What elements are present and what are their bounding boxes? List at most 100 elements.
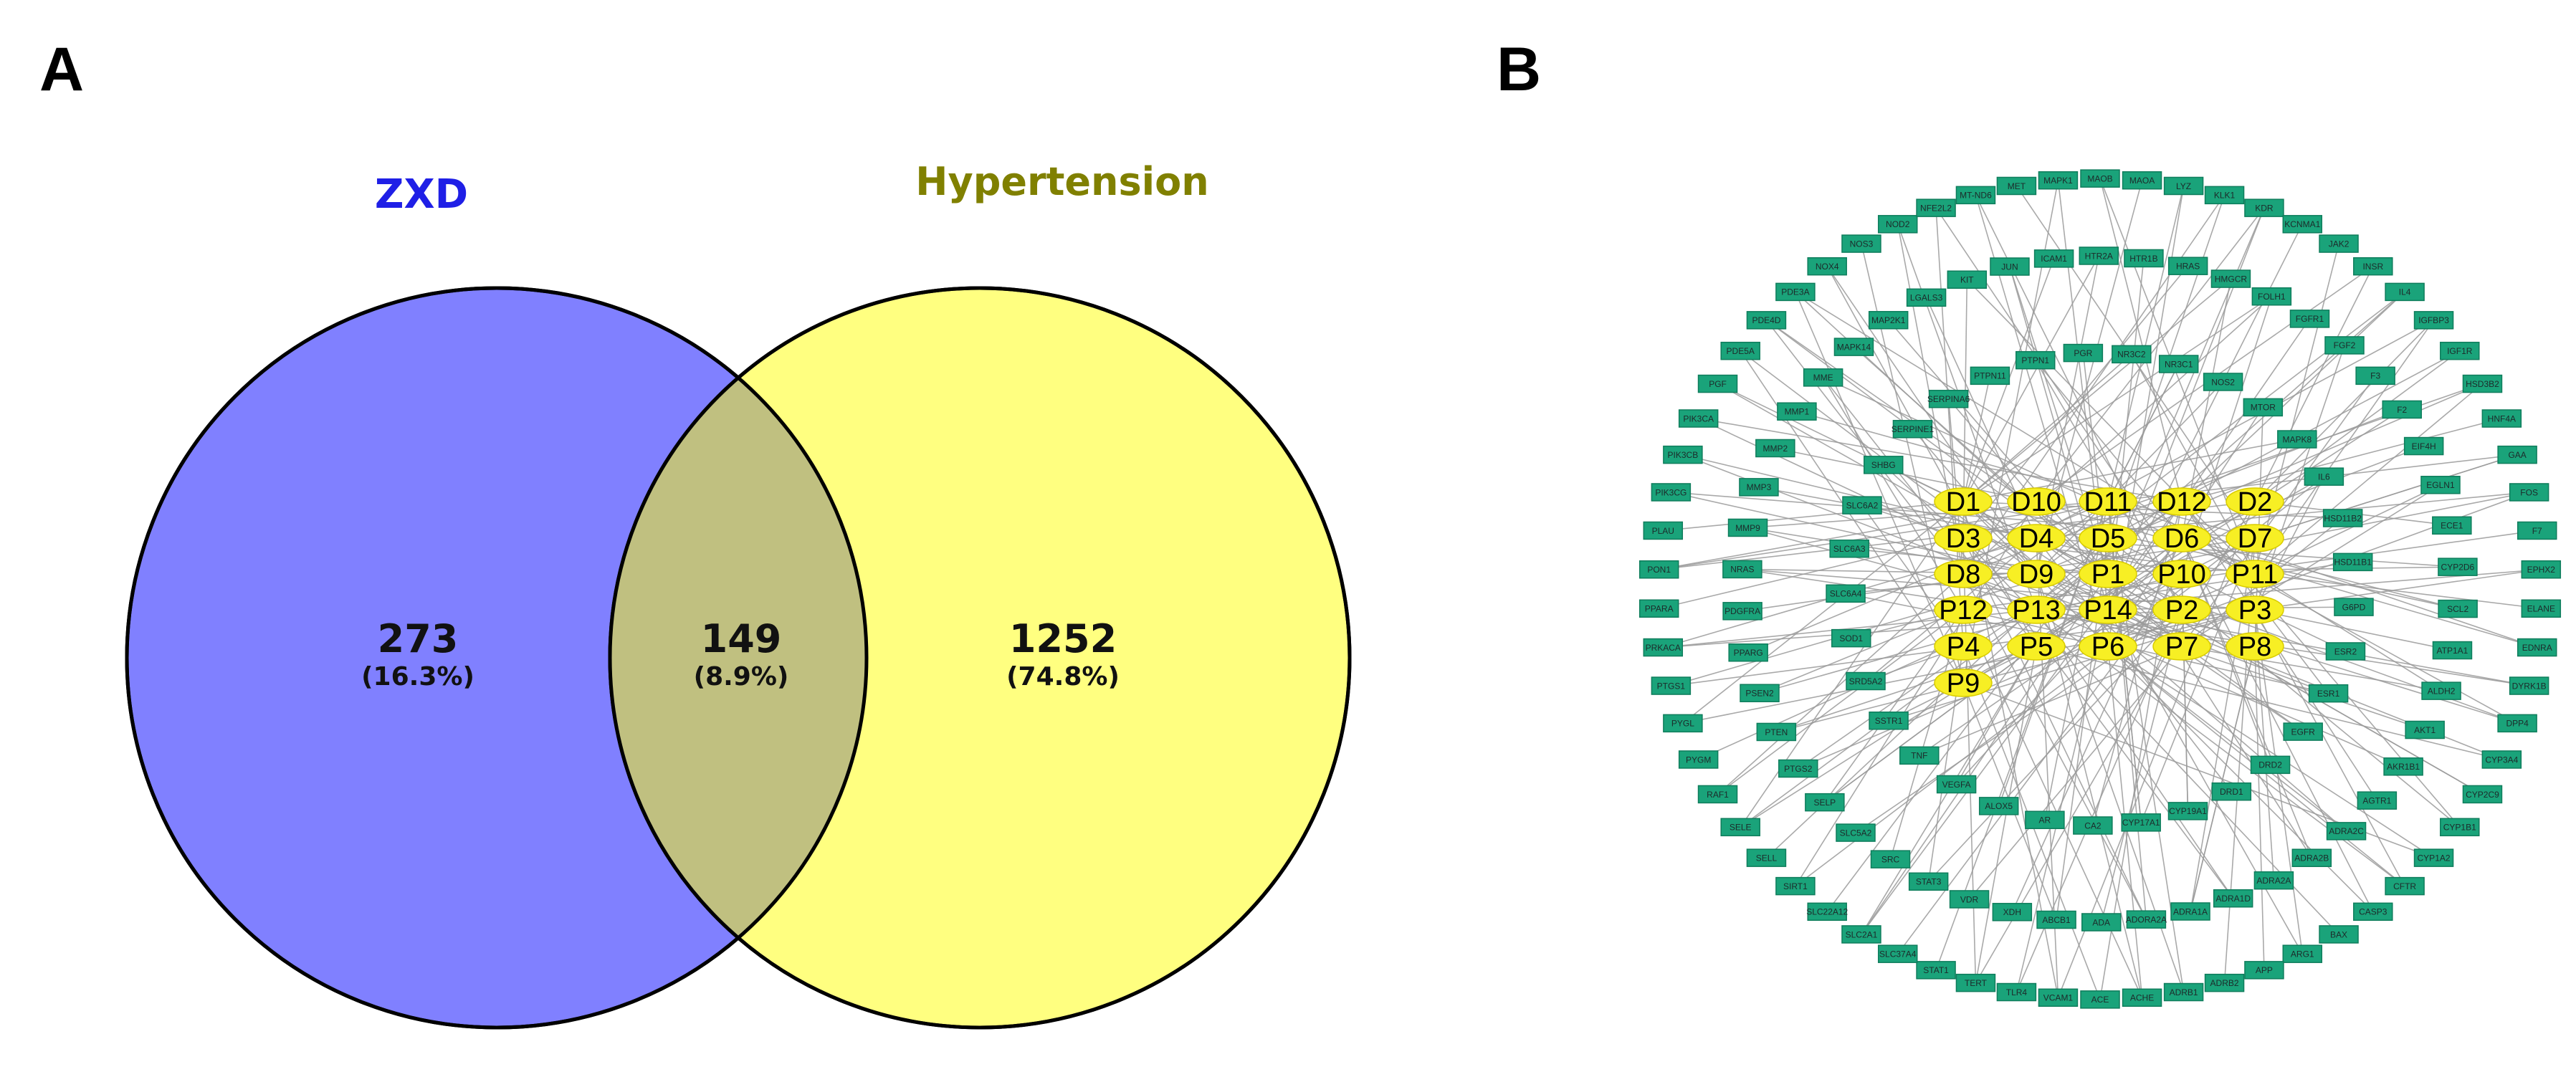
hypertension-set-label: Hypertension bbox=[915, 159, 1208, 204]
network-edge bbox=[1962, 501, 2458, 610]
target-node-box bbox=[2319, 925, 2359, 944]
target-node-label: CYP17A1 bbox=[2122, 818, 2160, 828]
target-node-label: NOS3 bbox=[1850, 239, 1874, 249]
target-node-box bbox=[1697, 785, 1738, 804]
target-node-box bbox=[1651, 483, 1692, 502]
compound-node-ellipse bbox=[1934, 669, 1993, 697]
network-edge bbox=[2036, 381, 2224, 575]
target-node-label: EIF4H bbox=[2412, 441, 2436, 451]
compound-node-ellipse bbox=[2007, 524, 2066, 552]
target-node-box bbox=[1990, 257, 2030, 276]
target-node: INSR bbox=[2353, 257, 2393, 276]
target-node: NR3C2 bbox=[2112, 345, 2152, 364]
target-node-box bbox=[2036, 910, 2076, 929]
target-node: SIRT1 bbox=[1775, 876, 1816, 896]
target-node-box bbox=[1846, 671, 1886, 691]
target-node-label: CYP1B1 bbox=[2443, 823, 2476, 833]
compound-node: P2 bbox=[2152, 595, 2211, 626]
network-edge bbox=[1759, 609, 1964, 694]
network-edge bbox=[1962, 537, 2147, 920]
target-node-label: HTR2A bbox=[2085, 251, 2113, 261]
target-node: PLAU bbox=[1643, 521, 1684, 540]
network-edge bbox=[2181, 537, 2313, 858]
target-node: KCNMA1 bbox=[2282, 215, 2323, 234]
target-node: DPP4 bbox=[2497, 714, 2537, 733]
target-node: ALDH2 bbox=[2421, 681, 2461, 700]
network-edge bbox=[1796, 411, 2256, 539]
target-node: ADA bbox=[2081, 913, 2122, 932]
target-node-label: EGLN1 bbox=[2426, 480, 2455, 490]
target-node-label: SLC2A1 bbox=[1846, 929, 1878, 939]
target-node-label: KCNMA1 bbox=[2284, 219, 2320, 229]
zxd-set-label: ZXD bbox=[375, 171, 468, 218]
target-node-box bbox=[2080, 169, 2120, 188]
compound-node-ellipse bbox=[2007, 595, 2066, 624]
target-node-label: HSD3B2 bbox=[2466, 379, 2499, 389]
target-node: MMP9 bbox=[1727, 518, 1768, 537]
target-node-box bbox=[1841, 925, 1881, 944]
target-node: IGF1R bbox=[2440, 341, 2480, 360]
target-node-box bbox=[2244, 198, 2284, 217]
target-node: SELP bbox=[1805, 793, 1845, 812]
network-edge bbox=[1962, 375, 1991, 502]
target-node: MET bbox=[1996, 176, 2037, 196]
target-node-label: AKT1 bbox=[2414, 725, 2436, 735]
target-node-box bbox=[1928, 390, 1969, 408]
target-node-box bbox=[1916, 961, 1956, 980]
network-edge bbox=[2099, 178, 2183, 502]
target-node: NOS2 bbox=[2203, 373, 2243, 391]
network-edge bbox=[2254, 484, 2441, 575]
target-node: MAOB bbox=[2080, 169, 2120, 188]
target-node-label: MT-ND6 bbox=[1960, 191, 1992, 201]
target-node-label: PTEN bbox=[1765, 727, 1788, 737]
target-node-box bbox=[2277, 430, 2317, 449]
target-node-box bbox=[2353, 902, 2393, 922]
target-node: EGLN1 bbox=[2420, 476, 2461, 494]
target-node-box bbox=[1947, 270, 1988, 289]
network-edge bbox=[2009, 266, 2109, 575]
target-node-label: HNF4A bbox=[2488, 413, 2516, 423]
target-node-box bbox=[1836, 823, 1876, 842]
target-node: TLR4 bbox=[1996, 982, 2037, 1002]
target-node: LGALS3 bbox=[1906, 288, 1947, 307]
target-node-label: EGFR bbox=[2291, 727, 2316, 737]
network-edge bbox=[1823, 377, 2037, 647]
network-edge bbox=[2181, 375, 2376, 647]
target-node-label: MAP2K1 bbox=[1871, 315, 1906, 325]
compound-node: D11 bbox=[2079, 487, 2137, 517]
target-node-label: IGF1R bbox=[2447, 346, 2473, 356]
target-node-label: DRD2 bbox=[2258, 760, 2282, 770]
target-node: SLC22A12 bbox=[1806, 902, 1848, 922]
target-node: PTPN11 bbox=[1970, 366, 2010, 386]
network-edge bbox=[1962, 609, 2143, 998]
target-node-label: PLAU bbox=[1652, 526, 1674, 536]
target-node-box bbox=[2517, 638, 2557, 657]
target-node: VCAM1 bbox=[2038, 988, 2079, 1007]
target-node-label: PTPN11 bbox=[1974, 371, 2006, 381]
target-node: MT-ND6 bbox=[1955, 186, 1996, 205]
target-node-label: MET bbox=[2008, 181, 2026, 191]
target-node: MTOR bbox=[2243, 398, 2284, 417]
target-node-box bbox=[2324, 336, 2365, 355]
network-edge bbox=[2254, 476, 2325, 611]
target-node-label: SERPINE1 bbox=[1892, 424, 1935, 434]
target-node-box bbox=[2163, 176, 2204, 196]
network-edge bbox=[1955, 646, 2037, 785]
zxd-only-count: 273 bbox=[378, 616, 459, 661]
network-edge bbox=[1853, 346, 2109, 575]
target-node-label: APP bbox=[2256, 965, 2273, 975]
target-node: PGR bbox=[2063, 343, 2104, 363]
target-node: APP bbox=[2244, 961, 2284, 980]
overlap-region bbox=[610, 288, 867, 1028]
target-node-label: MMP1 bbox=[1785, 407, 1810, 417]
compound-node: P1 bbox=[2079, 560, 2137, 590]
target-node-box bbox=[2385, 876, 2425, 896]
target-node: MAOA bbox=[2122, 171, 2162, 190]
target-node: SELL bbox=[1746, 848, 1787, 867]
target-node: ARG1 bbox=[2282, 944, 2323, 963]
target-node: PYGM bbox=[1678, 750, 1719, 769]
target-node-label: PIK3CB bbox=[1668, 450, 1699, 460]
compound-node: P10 bbox=[2152, 560, 2211, 590]
network-edge bbox=[2181, 291, 2405, 502]
target-node-box bbox=[1643, 638, 1684, 657]
